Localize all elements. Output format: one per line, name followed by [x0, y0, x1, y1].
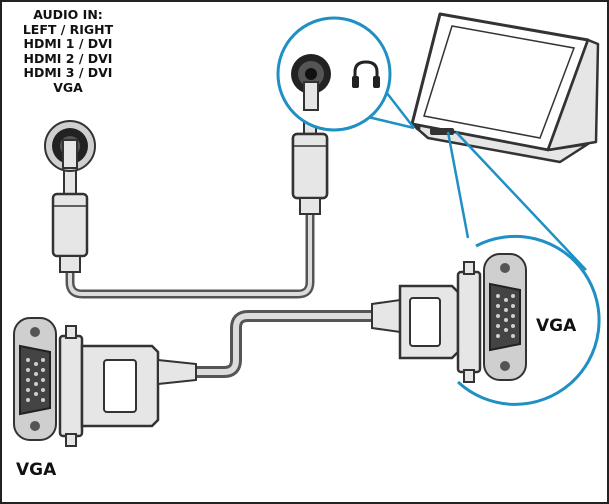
audio-plug-left — [51, 167, 89, 273]
audio-in-label: AUDIO IN: — [33, 7, 103, 22]
left-right-label: LEFT / RIGHT — [22, 21, 114, 37]
vga-connector-icon — [371, 261, 482, 383]
hdmi1-label: HDMI 1 / DVI — [23, 36, 113, 51]
headphone-callout — [276, 16, 415, 132]
vga-cable — [196, 310, 372, 378]
vga-label-top: VGA — [53, 79, 83, 95]
vga-port-icon — [13, 317, 57, 441]
audio-jack-icon — [44, 120, 96, 172]
vga-port-icon — [483, 253, 527, 381]
audio-plug-right-overlay — [291, 132, 329, 215]
hdmi2-label: HDMI 2 / DVI — [23, 50, 113, 66]
headphone-icon — [352, 60, 380, 88]
vga-connector-icon — [58, 325, 197, 447]
tv-input-labels: AUDIO IN: LEFT / RIGHT HDMI 1 / DVI HDMI… — [8, 7, 128, 95]
vga-callout — [446, 131, 601, 406]
hdmi3-label: HDMI 3 / DVI — [23, 65, 113, 80]
vga-label-right: VGA — [536, 316, 577, 336]
laptop-icon — [410, 12, 600, 164]
vga-label-left: VGA — [16, 460, 57, 480]
audio-cable — [65, 212, 315, 299]
